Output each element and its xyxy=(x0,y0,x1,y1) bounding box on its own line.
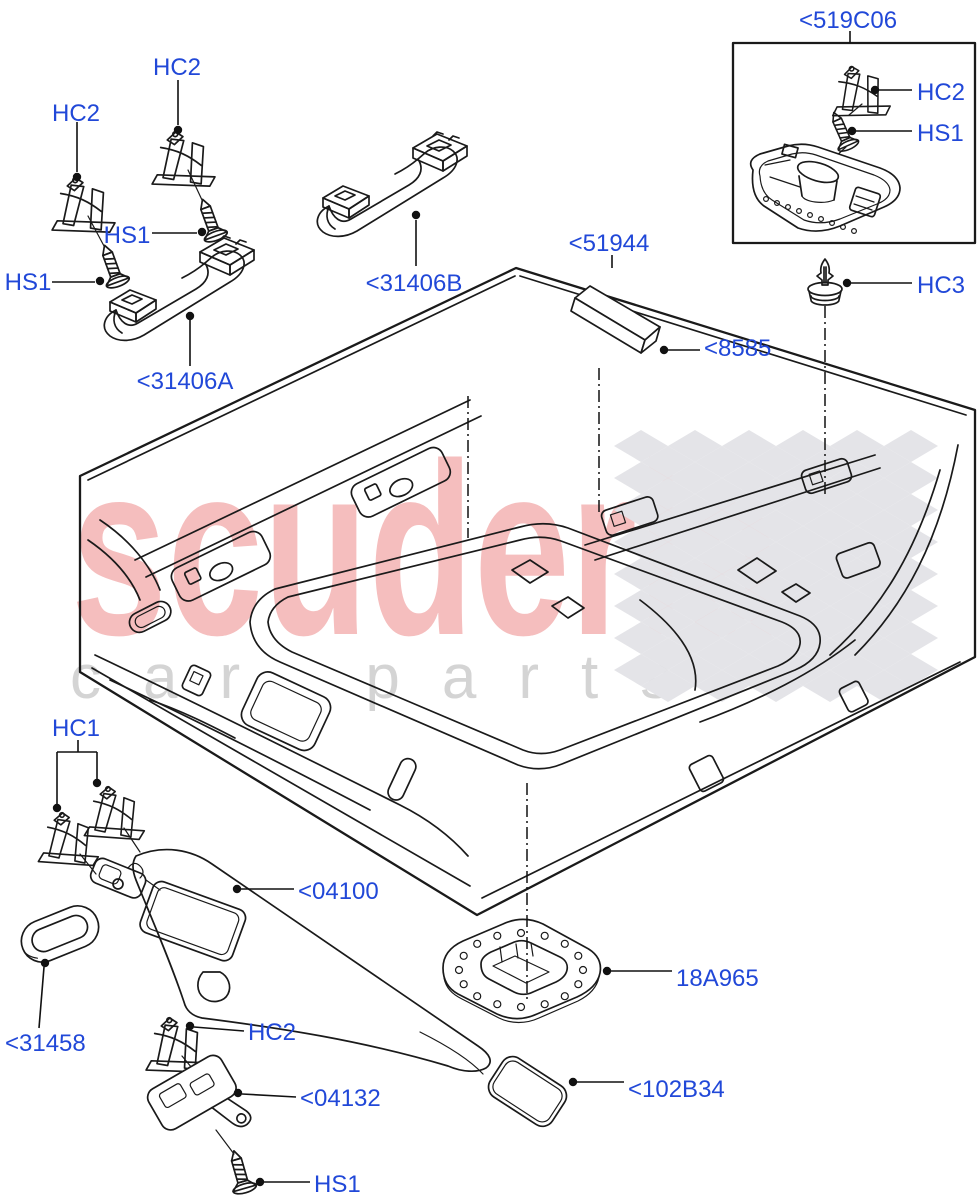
trim-pin-hc3 xyxy=(807,258,843,306)
part-label-hs1-front-left[interactable]: HS1 xyxy=(5,269,52,296)
handle-screw-right xyxy=(190,194,230,246)
part-label-51944[interactable]: <51944 xyxy=(569,230,650,257)
part-label-hc2-box[interactable]: HC2 xyxy=(917,79,965,106)
part-label-18A965[interactable]: 18A965 xyxy=(676,965,759,992)
part-labels: HC2 HC2 HS1 HS1 <31406A <31406B <519C06 … xyxy=(5,7,965,1198)
foam-block-8585 xyxy=(570,285,661,354)
part-label-hs1-box[interactable]: HS1 xyxy=(917,120,964,147)
assembly-axes xyxy=(467,306,826,1000)
adhesive-pad xyxy=(487,1055,568,1128)
sun-visor xyxy=(89,848,491,1075)
roof-console-assembly xyxy=(749,143,901,235)
part-label-04100[interactable]: <04100 xyxy=(298,878,379,905)
checkered-flag-pattern xyxy=(614,430,938,702)
visor-retainer-ring xyxy=(20,905,100,963)
part-label-hc2-front-left[interactable]: HC2 xyxy=(52,100,100,127)
part-label-hc3[interactable]: HC3 xyxy=(917,272,965,299)
part-label-hs1-front-right[interactable]: HS1 xyxy=(104,222,151,249)
part-label-hs1-visor[interactable]: HS1 xyxy=(314,1171,361,1198)
handle-clip-right xyxy=(141,124,218,199)
plate-holes xyxy=(454,928,588,1012)
grab-handle-rear xyxy=(316,131,468,238)
part-label-hc2-visor[interactable]: HC2 xyxy=(248,1019,296,1046)
part-label-hc2-front-right[interactable]: HC2 xyxy=(153,54,201,81)
part-label-31458[interactable]: <31458 xyxy=(5,1030,86,1057)
visor-bracket-screw xyxy=(221,1146,259,1197)
assembly-serration xyxy=(762,196,857,235)
part-label-04132[interactable]: <04132 xyxy=(300,1085,381,1112)
visor-bracket xyxy=(146,1054,252,1131)
detail-box-519C06 xyxy=(731,41,977,245)
part-label-31406A[interactable]: <31406A xyxy=(137,368,234,395)
watermark-subtitle: car parts xyxy=(70,643,713,712)
leader-lines xyxy=(38,31,912,1187)
retainer-plate xyxy=(442,918,602,1024)
part-label-hc1[interactable]: HC1 xyxy=(52,715,100,742)
headlining-panel xyxy=(78,266,977,917)
part-label-519C06[interactable]: <519C06 xyxy=(799,7,897,34)
part-label-8585[interactable]: <8585 xyxy=(704,335,771,362)
part-label-31406B[interactable]: <31406B xyxy=(366,270,463,297)
part-label-102B34[interactable]: <102B34 xyxy=(628,1076,725,1103)
grab-handle-front xyxy=(103,235,255,342)
watermark: scuderia car parts xyxy=(70,412,938,712)
